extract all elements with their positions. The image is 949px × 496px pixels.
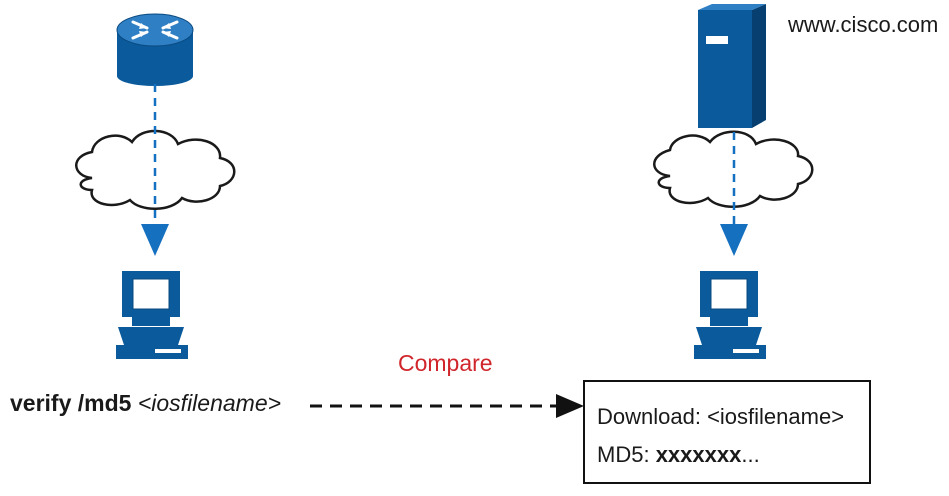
download-info-box: Download: <iosfilename> MD5: xxxxxxx... — [583, 380, 871, 484]
pc-icon — [116, 271, 188, 359]
compare-label: Compare — [398, 350, 493, 376]
verify-command-argument: <iosfilename> — [137, 390, 282, 416]
pc-icon — [694, 271, 766, 359]
router-icon — [116, 13, 194, 86]
right-download-arrow — [720, 132, 748, 256]
verify-command-keyword: verify /md5 — [10, 390, 132, 416]
md5-suffix: ... — [741, 442, 760, 467]
left-download-arrow — [141, 84, 169, 256]
md5-label: MD5: — [597, 442, 650, 467]
cloud-icon — [653, 130, 814, 208]
md5-line: MD5: xxxxxxx... — [597, 442, 760, 468]
md5-value: xxxxxxx — [655, 442, 742, 467]
compare-arrow — [310, 394, 584, 418]
download-line: Download: <iosfilename> — [597, 404, 845, 429]
verify-command: verify /md5 <iosfilename> — [10, 390, 281, 417]
server-icon — [698, 4, 766, 128]
site-label: www.cisco.com — [788, 12, 939, 37]
